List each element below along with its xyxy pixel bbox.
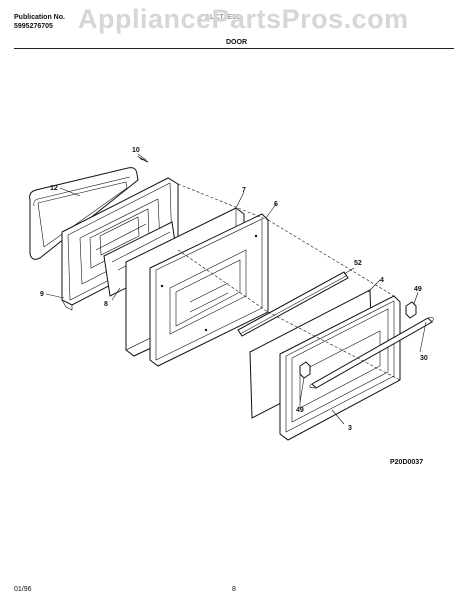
handle-end-cap-49 [299,301,417,379]
door-handle-30 [309,317,434,389]
publication-number: 5995276705 [14,23,53,30]
callout-8: 8 [104,301,108,308]
callout-52: 52 [354,260,362,267]
callout-30: 30 [420,355,428,362]
callout-4: 4 [380,277,384,284]
leader-lines [45,153,427,425]
callout-9: 9 [40,291,44,298]
door-gasket-12 [29,167,139,260]
watermark: AppliancePartsPros.com [78,4,409,34]
diagram-title: DOOR [226,39,247,46]
callout-6: 6 [274,201,278,208]
callout-3: 3 [348,425,352,432]
door-trim-52 [237,271,349,337]
footer-date: 01/96 [14,586,32,593]
callout-49-bottom: 49 [296,407,304,414]
callout-10: 10 [132,147,140,154]
publication-label: Publication No. [14,14,65,21]
callout-49-top: 49 [414,286,422,293]
screw-10 [137,155,149,163]
figure-id: P20D0037 [390,459,423,466]
header-rule [14,48,454,49]
model-number: ALCT3E5C [205,14,242,21]
callout-7: 7 [242,187,246,194]
footer-page: 8 [232,586,236,593]
callout-12: 12 [50,185,58,192]
